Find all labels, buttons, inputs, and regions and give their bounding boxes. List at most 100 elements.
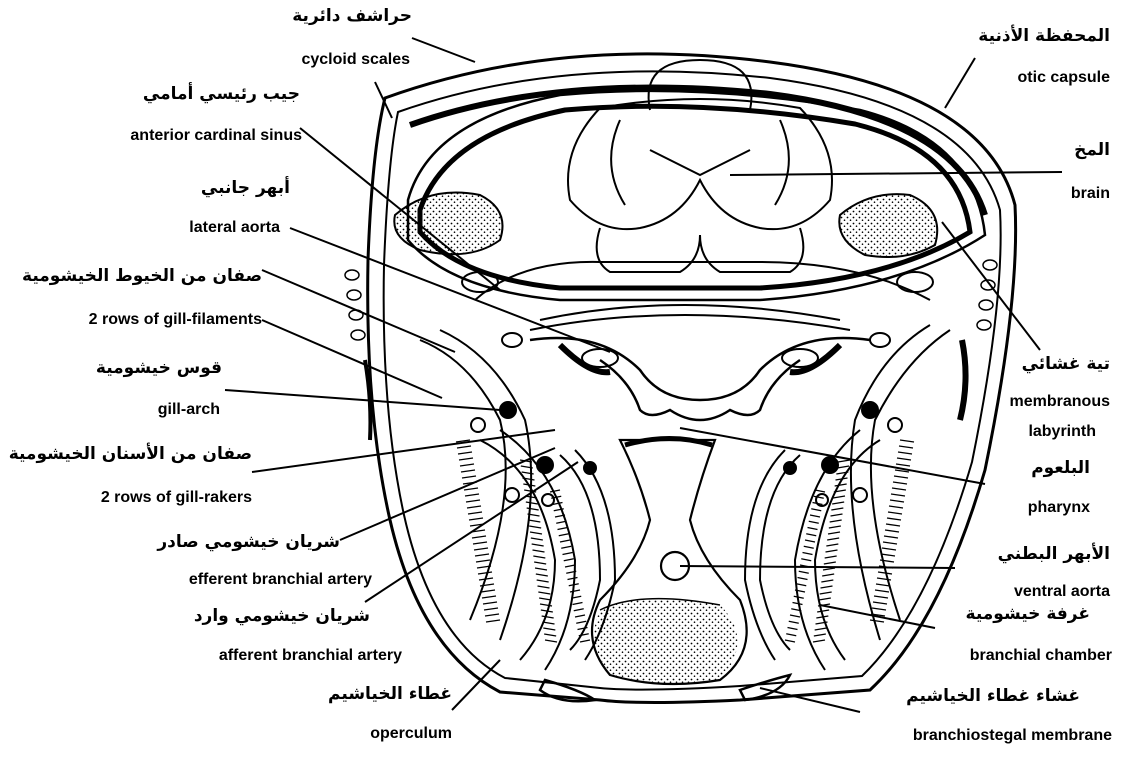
gill-filament-stroke (894, 476, 908, 478)
gill-filament-stroke (482, 596, 496, 598)
gill-filament-stroke (870, 620, 884, 622)
gill-arch-ar: قوس خيشومية (60, 360, 222, 377)
gill-filament-stroke (542, 616, 554, 618)
lateral-aorta-en: lateral aorta (120, 220, 280, 236)
gill-filament-stroke (564, 559, 574, 561)
gill-filament-stroke (483, 602, 497, 604)
gill-rakers-en: 2 rows of gill-rakers (20, 490, 252, 506)
gill-filament-stroke (803, 553, 813, 555)
branchiostegal-membrane-en: branchiostegal membrane (840, 728, 1112, 744)
gill-filament-stroke (533, 556, 545, 558)
gill-filament-stroke (458, 452, 472, 454)
gill-filament-stroke (485, 614, 499, 616)
gill-filament-stroke (808, 528, 818, 530)
gill-filament-stroke (819, 598, 831, 600)
gill-filament-stroke (825, 556, 837, 558)
gill-filament-stroke (556, 521, 566, 523)
gill-filament-stroke (813, 640, 825, 642)
gill-filament-stroke (810, 515, 820, 517)
gill-filament-stroke (801, 559, 811, 561)
gill-filament-stroke (826, 550, 838, 552)
gill-filament-stroke (877, 578, 891, 580)
gill-filaments-en: 2 rows of gill-filaments (0, 312, 262, 328)
tongue-base-stipple (594, 599, 737, 684)
gill-filament-stroke (550, 490, 560, 492)
gill-filament-stroke (469, 518, 483, 520)
gill-filament-stroke (837, 466, 849, 468)
anterior-cardinal-sinus-en: anterior cardinal sinus (40, 128, 302, 144)
cycloid-scales-en: cycloid scales (240, 52, 410, 68)
gill-filament-stroke (459, 458, 473, 460)
gill-filament-stroke (533, 550, 545, 552)
brain-ar: المخ (1010, 142, 1110, 159)
gill-filament-stroke (882, 548, 896, 550)
gill-filament-stroke (543, 628, 555, 630)
gill-filament-stroke (874, 596, 888, 598)
gill-filament-stroke (821, 586, 833, 588)
efferent-artery-ar: شريان خيشومي صادر (120, 534, 340, 551)
gill-filament-stroke (478, 572, 492, 574)
gill-filament-stroke (558, 528, 568, 530)
gill-filament-stroke (890, 500, 904, 502)
cycloid-scales-ar: حراشف دائرية (250, 8, 412, 25)
gill-filament-stroke (829, 526, 841, 528)
gill-filament-stroke (464, 488, 478, 490)
gill-filament-stroke (872, 608, 886, 610)
gill-filament-stroke (535, 568, 547, 570)
gill-filament-stroke (892, 488, 906, 490)
gill-filament-stroke (893, 482, 907, 484)
gill-filament-stroke (806, 534, 816, 536)
gill-filament-stroke (891, 494, 905, 496)
gill-filament-stroke (559, 534, 569, 536)
gill-filament-stroke (809, 521, 819, 523)
branchial-chamber-en: branchial chamber (900, 648, 1112, 664)
gill-filament-stroke (883, 542, 897, 544)
ventral-aorta-ar: الأبهر البطني (960, 546, 1110, 563)
pharynx-ar: البلعوم (980, 460, 1090, 477)
gill-filament-stroke (472, 536, 486, 538)
afferent-artery-ar: شريان خيشومي وارد (160, 608, 370, 625)
gill-filament-stroke (461, 470, 475, 472)
gill-arches-left (420, 330, 615, 670)
anterior-cardinal-sinus-ar: جيب رئيسي أمامي (100, 86, 300, 103)
pharynx-en: pharynx (980, 500, 1090, 516)
gill-filament-stroke (531, 538, 543, 540)
gill-filament-stroke (889, 506, 903, 508)
gill-rakers-ar: صفان من الأسنان الخيشومية (0, 446, 252, 463)
gill-filament-stroke (804, 546, 814, 548)
gill-filament-stroke (830, 520, 842, 522)
gill-filament-stroke (885, 530, 899, 532)
gill-filament-stroke (876, 584, 890, 586)
gill-filament-stroke (536, 574, 548, 576)
brain-en: brain (1010, 186, 1110, 202)
gill-filament-stroke (786, 634, 796, 636)
gill-filament-stroke (820, 592, 832, 594)
pharynx-roof (530, 338, 870, 420)
gill-filament-stroke (788, 628, 798, 630)
gill-filament-stroke (785, 640, 795, 642)
gill-filament-stroke (824, 562, 836, 564)
gill-filament-stroke (886, 524, 900, 526)
gill-filament-stroke (484, 608, 498, 610)
gill-filament-stroke (565, 565, 575, 567)
gill-filament-stroke (831, 508, 843, 510)
gill-filament-stroke (873, 602, 887, 604)
gill-filament-stroke (789, 621, 799, 623)
gill-filament-stroke (539, 598, 551, 600)
branchiostegal-membrane-ar: غشاء غطاء الخياشيم (880, 688, 1080, 705)
gill-filament-stroke (576, 621, 586, 623)
gill-filament-stroke (563, 553, 573, 555)
membranous-labyrinth-ar: تية غشائي (990, 356, 1110, 373)
operculum-ar: غطاء الخياشيم (320, 686, 452, 703)
gill-filament-stroke (573, 603, 583, 605)
gill-filament-stroke (568, 578, 578, 580)
operculum-en: operculum (320, 726, 452, 742)
gill-filament-stroke (467, 506, 481, 508)
gill-filament-stroke (486, 620, 500, 622)
gill-filament-stroke (545, 640, 557, 642)
gill-filament-stroke (822, 574, 834, 576)
gill-filament-stroke (476, 560, 490, 562)
gill-filament-stroke (817, 610, 829, 612)
otic-capsule-ar: المحفظة الأذنية (950, 28, 1110, 45)
